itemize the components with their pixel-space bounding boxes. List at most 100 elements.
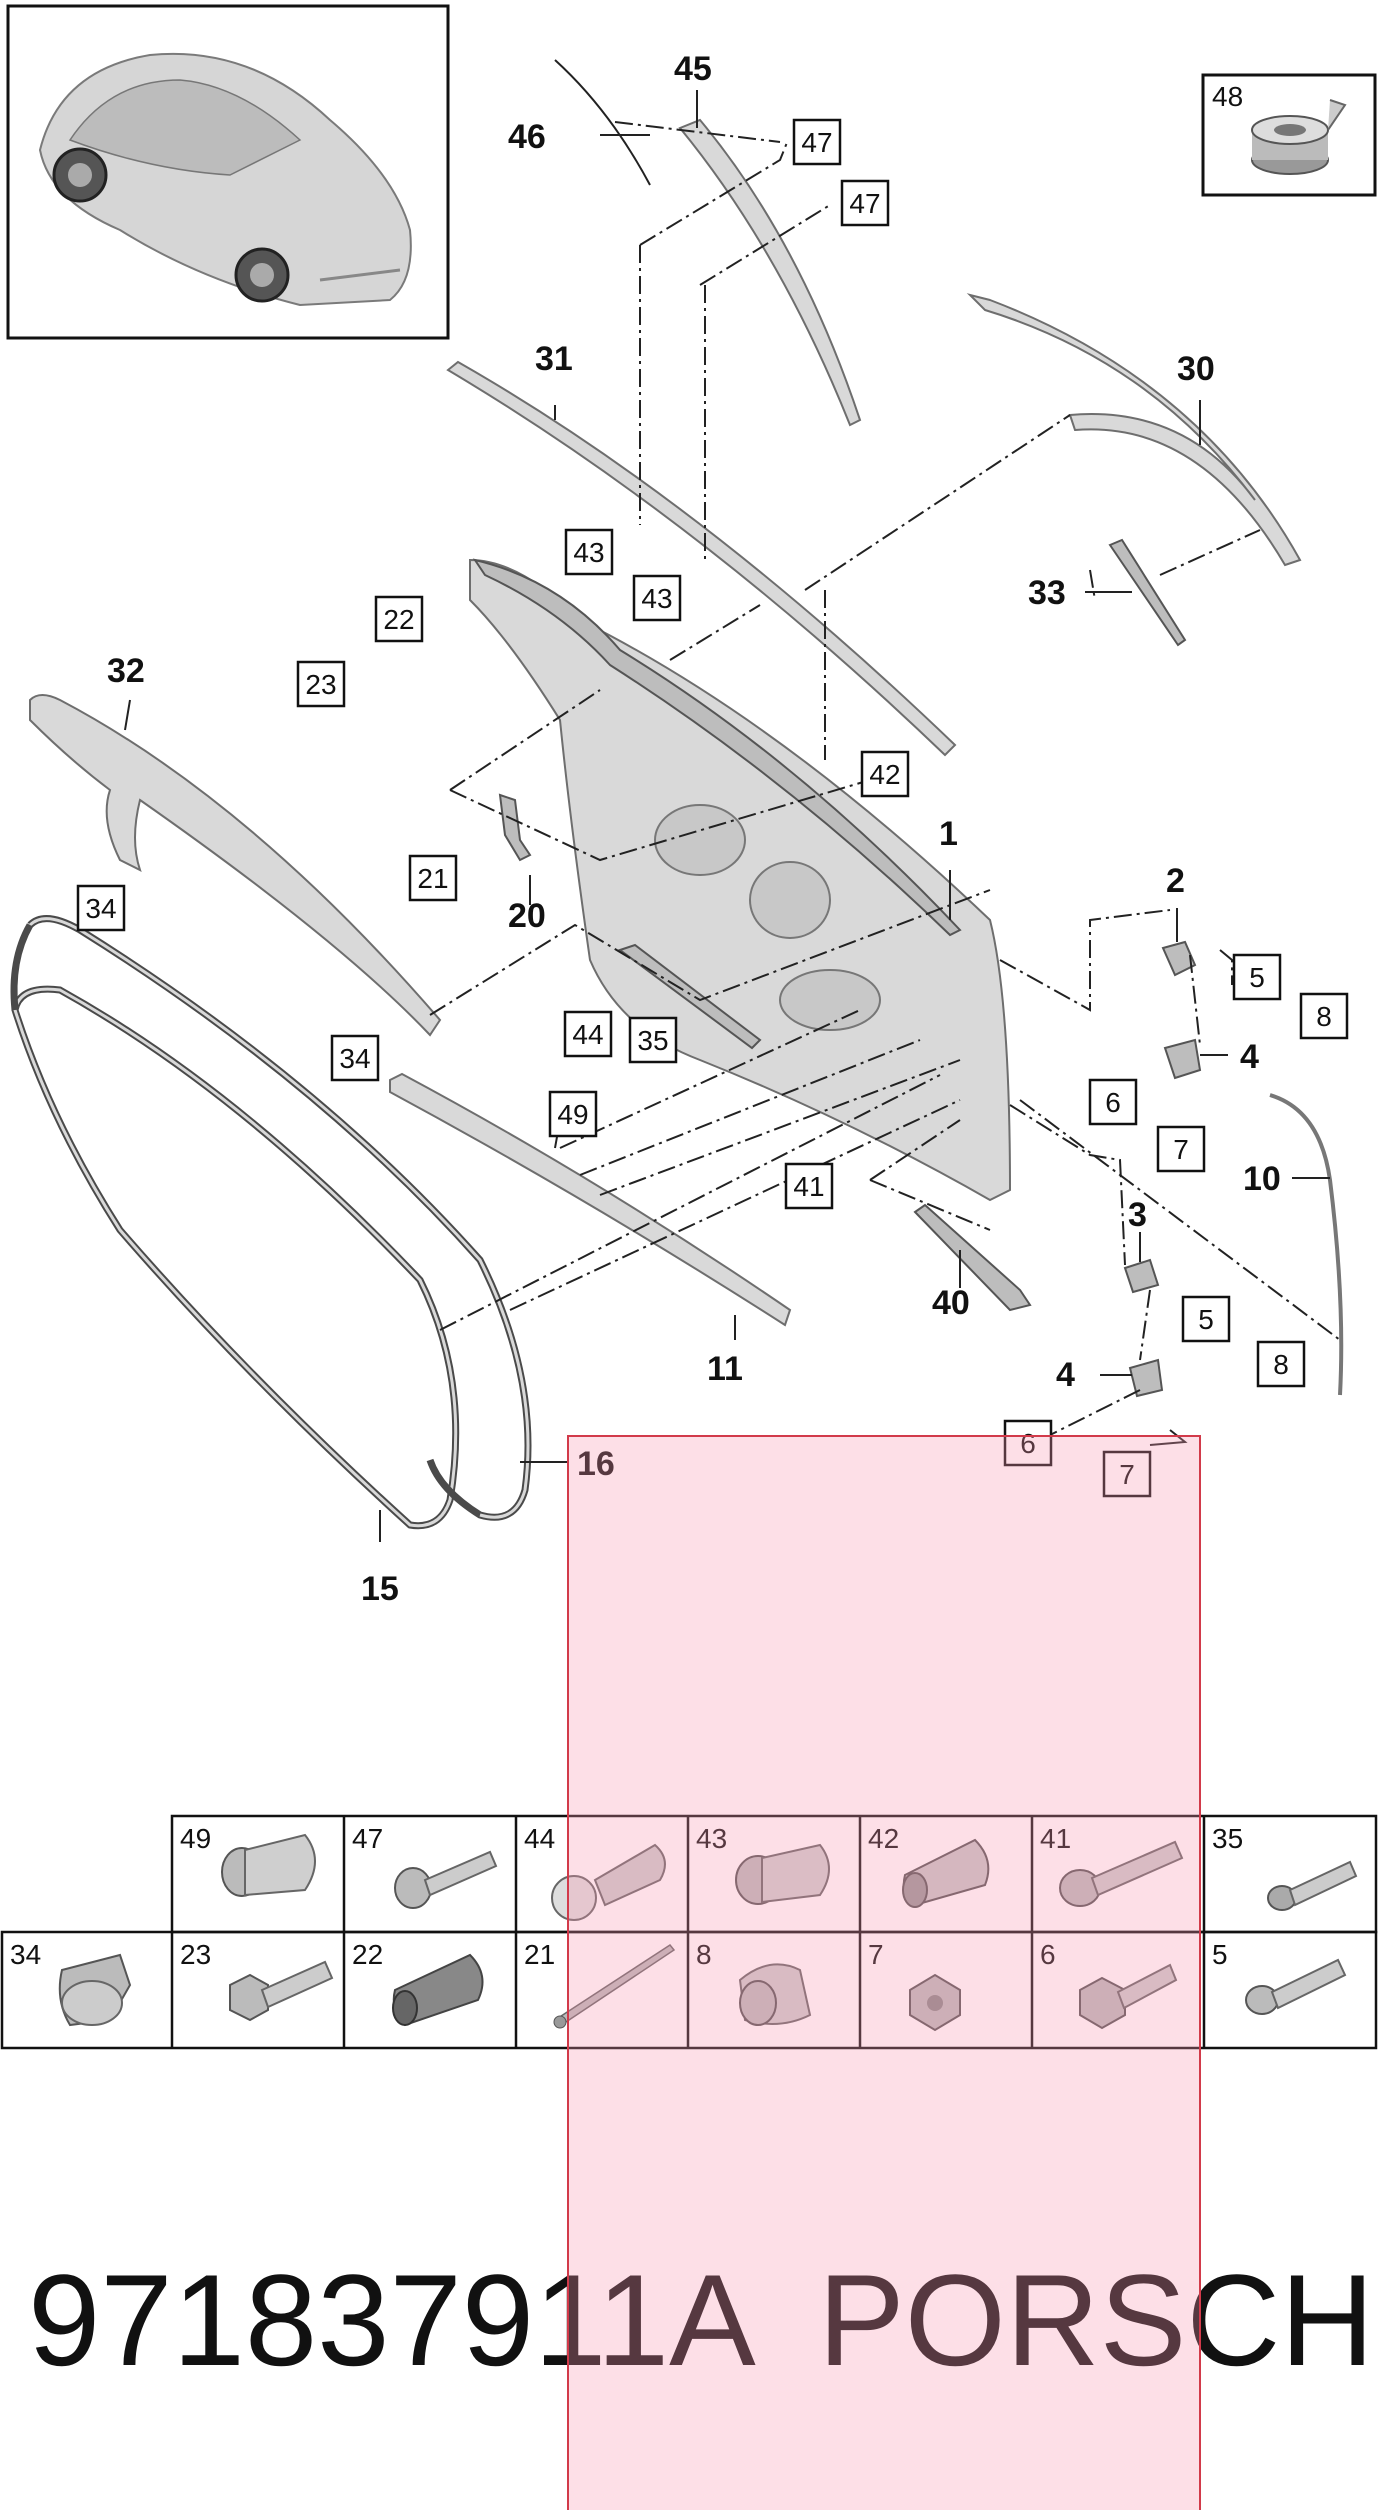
part-35: [617, 943, 762, 1050]
svg-text:43: 43: [573, 537, 604, 568]
callout-1: 1: [939, 815, 958, 853]
svg-text:49: 49: [180, 1823, 211, 1854]
ref-box-7-a: 7: [1156, 1125, 1206, 1173]
svg-text:47: 47: [801, 127, 832, 158]
part-30: [966, 293, 1302, 567]
fastener-row-1: 49 47 44 43 42 41 35: [180, 1823, 1358, 1921]
tape-roll-icon: [1251, 99, 1347, 175]
ref-box-43-a: 43: [564, 528, 614, 576]
hex-nut-icon: [909, 1973, 961, 2032]
callout-20: 20: [508, 897, 546, 935]
svg-text:7: 7: [868, 1939, 884, 1970]
svg-text:5: 5: [1249, 962, 1265, 993]
ref-box-8-b: 8: [1256, 1340, 1306, 1388]
svg-text:35: 35: [1212, 1823, 1243, 1854]
fastener-cell-22: 22: [352, 1939, 484, 2027]
fastener-cell-43: 43: [696, 1823, 830, 1905]
callout-4-upper: 4: [1240, 1038, 1259, 1076]
fastener-cell-44: 44: [524, 1823, 666, 1921]
ref-box-7-b: 7: [1102, 1450, 1152, 1498]
callout-10: 10: [1243, 1160, 1281, 1198]
svg-text:22: 22: [352, 1939, 383, 1970]
part-2-hinge: [1161, 940, 1197, 977]
svg-text:43: 43: [696, 1823, 727, 1854]
svg-text:44: 44: [524, 1823, 555, 1854]
svg-text:49: 49: [557, 1099, 588, 1130]
svg-text:43: 43: [641, 583, 672, 614]
ref-box-47-a: 47: [792, 118, 842, 166]
rivet-nut-icon: [221, 1833, 316, 1897]
callout-31: 31: [535, 340, 573, 378]
fastener-cell-21: 21: [524, 1939, 676, 2029]
svg-text:8: 8: [1316, 1001, 1332, 1032]
bolt-icon: [1245, 1958, 1347, 2015]
ref-box-35: 35: [628, 1016, 678, 1064]
part-4-hinge-lower: [1128, 1358, 1164, 1398]
ref-box-21: 21: [408, 854, 458, 902]
part-11: [389, 1072, 792, 1327]
fastener-cell-23: 23: [180, 1939, 334, 2022]
fastener-cell-8: 8: [696, 1939, 812, 2026]
highlight-overlay: [567, 1435, 1201, 2510]
inset-48: 48: [1201, 73, 1377, 197]
ref-box-43-b: 43: [632, 574, 682, 622]
fastener-cell-41: 41: [1040, 1823, 1184, 1907]
svg-text:21: 21: [417, 863, 448, 894]
svg-text:23: 23: [180, 1939, 211, 1970]
fastener-table: [0, 1814, 1378, 2050]
ref-box-5-b: 5: [1181, 1295, 1231, 1343]
callout-4-lower: 4: [1056, 1356, 1075, 1394]
part-45: [678, 118, 862, 427]
hex-bolt-icon: [1079, 1963, 1178, 2030]
svg-text:42: 42: [869, 759, 900, 790]
callout-2: 2: [1166, 862, 1185, 900]
door-window-frame: [472, 558, 962, 937]
part-33: [1108, 538, 1187, 647]
svg-text:47: 47: [849, 188, 880, 219]
callout-leaders: [124, 90, 1330, 1542]
fastener-cell-5: 5: [1212, 1939, 1347, 2015]
fastener-cell-35: 35: [1212, 1823, 1358, 1911]
screw-icon: [394, 1850, 498, 1909]
part-40: [913, 1203, 1032, 1312]
fastener-cell-42: 42: [868, 1823, 990, 1908]
footer-brand: PORSCHE: [818, 2247, 1379, 2393]
car-thumbnail-panel: [6, 4, 450, 340]
callouts: 45 46 31 30 33 32 1 2 4 3 4 10 40 11 15 …: [107, 50, 1281, 1608]
callout-16: 16: [577, 1445, 615, 1483]
svg-text:7: 7: [1173, 1134, 1189, 1165]
part-32: [29, 694, 442, 1037]
svg-text:42: 42: [868, 1823, 899, 1854]
callout-15: 15: [361, 1570, 399, 1608]
ref-box-34-b: 34: [330, 1034, 380, 1082]
ref-box-5-a: 5: [1232, 953, 1282, 1001]
ball-stud-icon: [551, 1843, 666, 1921]
fastener-cell-7: 7: [868, 1939, 961, 2032]
fastener-cell-34: 34: [10, 1939, 132, 2027]
car-thumbnail: [38, 52, 412, 307]
part-31: [446, 360, 957, 757]
callout-46: 46: [508, 118, 546, 156]
svg-text:34: 34: [10, 1939, 41, 1970]
svg-text:23: 23: [305, 669, 336, 700]
part-1-door-panel: [469, 558, 1012, 1202]
ref-box-22: 22: [374, 595, 424, 643]
fastener-cell-49: 49: [180, 1823, 316, 1897]
ref-box-23: 23: [296, 660, 346, 708]
ref-box-6-a: 6: [1088, 1078, 1138, 1126]
ref-box-42: 42: [860, 750, 910, 798]
callout-30: 30: [1177, 350, 1215, 388]
svg-text:5: 5: [1198, 1304, 1214, 1335]
callout-33: 33: [1028, 574, 1066, 612]
svg-text:41: 41: [1040, 1823, 1071, 1854]
push-clip-icon: [58, 1953, 132, 2027]
svg-text:8: 8: [1273, 1349, 1289, 1380]
cap-icon: [738, 1963, 812, 2026]
ref-box-34-a: 34: [76, 884, 126, 932]
knurled-insert-icon: [392, 1953, 484, 2027]
fastener-row-2: 34 23 22 21 8 7 6 5: [10, 1939, 1347, 2032]
svg-text:47: 47: [352, 1823, 383, 1854]
svg-text:41: 41: [793, 1171, 824, 1202]
knurled-insert-icon: [902, 1838, 990, 1908]
